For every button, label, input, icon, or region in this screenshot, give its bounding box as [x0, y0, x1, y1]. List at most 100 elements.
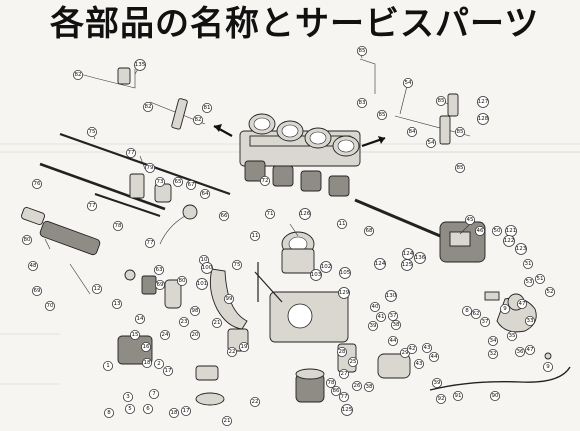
callout-bubble	[154, 176, 165, 187]
callout-number: 91	[455, 393, 462, 399]
callout-128: 128	[477, 113, 489, 125]
callout-bubble	[32, 178, 43, 189]
callout-number: 83	[359, 100, 366, 106]
callout-number: 28	[339, 349, 346, 355]
callout-66: 66	[218, 210, 229, 221]
callout-bubble	[201, 103, 212, 114]
callout-83: 83	[356, 98, 367, 109]
callout-number: 11	[339, 221, 346, 227]
callout-bubble	[479, 316, 490, 327]
callout-bubble	[525, 315, 536, 326]
callout-number: 77	[341, 394, 348, 400]
callout-number: 24	[162, 332, 169, 338]
callout-bubble	[425, 138, 436, 149]
callout-bubble	[338, 391, 349, 402]
callout-number: 98	[192, 308, 199, 314]
callout-33: 33	[525, 315, 536, 326]
callout-bubble	[112, 298, 123, 309]
callout-number: 85	[457, 165, 464, 171]
callout-number: 37	[482, 319, 489, 325]
callout-bubble	[374, 258, 386, 270]
callout-bubble	[140, 341, 151, 352]
callout-46: 46	[474, 225, 485, 236]
callout-bubble	[406, 127, 417, 138]
callout-bubble	[104, 407, 115, 418]
callout-number: 45	[467, 217, 474, 223]
callout-bubble	[310, 269, 322, 281]
callout-number: 9	[503, 306, 507, 312]
callout-bubble	[356, 98, 367, 109]
callout-85: 85	[376, 110, 387, 121]
callout-number: 123	[516, 246, 527, 252]
callout-bubble	[339, 267, 351, 279]
callout-51: 51	[535, 273, 546, 284]
callout-number: 84	[409, 129, 416, 135]
callout-number: 82	[145, 104, 152, 110]
callout-bubble	[336, 346, 347, 357]
callout-62: 62	[470, 308, 481, 319]
callout-bubble	[27, 260, 38, 271]
callout-85: 85	[454, 127, 465, 138]
callout-number: 17	[183, 408, 190, 414]
callout-number: 39	[370, 323, 377, 329]
callout-77: 77	[126, 148, 137, 159]
callout-number: 38	[366, 384, 373, 390]
callout-bubble	[249, 396, 260, 407]
callout-number: 7	[152, 391, 156, 397]
callout-21: 21	[221, 415, 232, 426]
callout-bubble	[515, 243, 527, 255]
callout-number: 82	[195, 117, 202, 123]
callout-69: 69	[32, 285, 43, 296]
callout-number: 75	[89, 129, 96, 135]
callout-bubble	[123, 391, 134, 402]
callout-34: 34	[487, 335, 498, 346]
callout-47: 47	[525, 344, 536, 355]
callout-78: 78	[113, 220, 124, 231]
callout-number: 125	[342, 407, 353, 413]
callout-bubble	[336, 218, 347, 229]
callout-number: 8	[107, 410, 111, 416]
callout-number: 124	[403, 251, 414, 257]
callout-bubble	[524, 276, 535, 287]
callout-80: 80	[176, 275, 187, 286]
callout-77: 77	[87, 200, 98, 211]
callout-15: 15	[129, 329, 140, 340]
callout-number: 21	[224, 418, 231, 424]
callout-21: 21	[211, 317, 222, 328]
callout-90: 90	[489, 390, 500, 401]
callout-38: 38	[363, 381, 374, 392]
callout-43: 43	[413, 358, 424, 369]
callout-bubble	[168, 407, 179, 418]
callout-number: 78	[328, 380, 335, 386]
callout-number: 102	[321, 264, 332, 270]
callout-bubble	[525, 344, 536, 355]
callout-102: 102	[320, 261, 332, 273]
callout-bubble	[201, 262, 213, 274]
callout-number: 79	[147, 165, 154, 171]
callout-8: 8	[104, 407, 115, 418]
callout-bubble	[464, 214, 475, 225]
callout-number: 135	[135, 62, 146, 68]
callout-bubble	[330, 385, 341, 396]
callout-number: 47	[519, 301, 526, 307]
callout-number: 13	[114, 301, 121, 307]
callout-number: 78	[115, 223, 122, 229]
callout-bubble	[238, 341, 249, 352]
callout-72: 72	[259, 175, 270, 186]
callout-bubble	[385, 290, 397, 302]
callout-number: 80	[179, 278, 186, 284]
callout-number: 86	[333, 388, 340, 394]
callout-bubble	[144, 163, 155, 174]
callout-54: 54	[425, 138, 436, 149]
callout-bubble	[402, 248, 414, 260]
callout-number: 34	[490, 338, 497, 344]
callout-bubble	[435, 393, 446, 404]
callout-bubble	[129, 329, 140, 340]
callout-number: 43	[416, 361, 423, 367]
callout-bubble	[199, 188, 210, 199]
callout-bubble	[249, 230, 260, 241]
callout-bubble	[499, 303, 510, 314]
callout-number: 76	[34, 181, 41, 187]
callout-number: 99	[226, 296, 233, 302]
